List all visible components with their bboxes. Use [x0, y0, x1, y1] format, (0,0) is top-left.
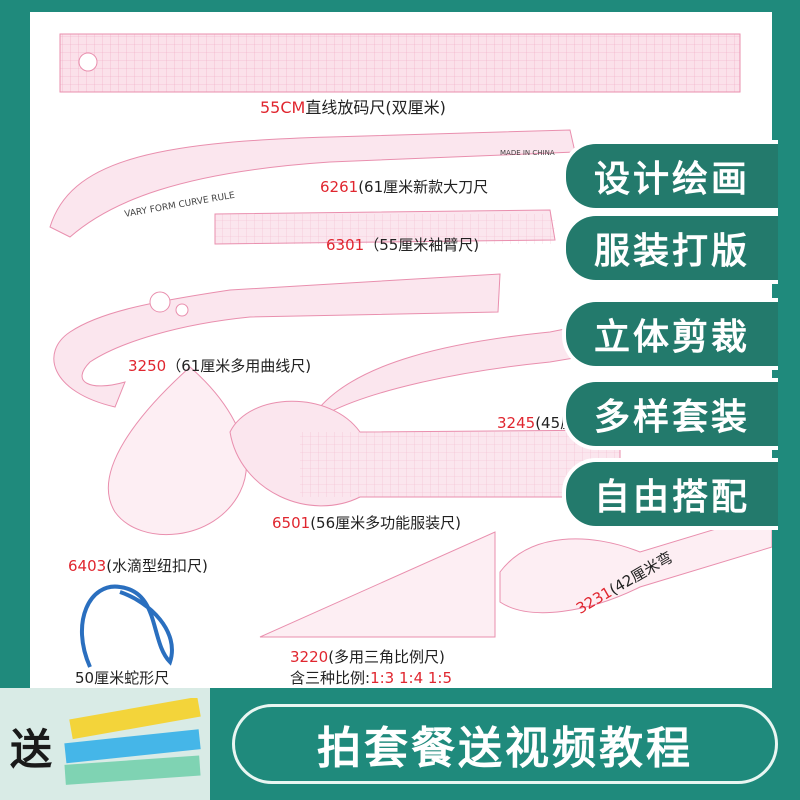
curve-ruler-3250	[53, 273, 501, 408]
label-6501-code: 6501	[272, 514, 311, 532]
badge-variety: 多样套装	[562, 378, 778, 450]
curve-ruler-6261	[49, 129, 576, 238]
label-3250-text: （61厘米多用曲线尺)	[166, 357, 312, 375]
label-3220-code: 3220	[290, 648, 329, 666]
bottom-bar: 送 拍套餐送视频教程	[0, 688, 800, 800]
teardrop-ruler-6403	[108, 366, 247, 536]
label-snake: 50厘米蛇形尺	[75, 669, 170, 687]
promo-banner: 拍套餐送视频教程	[232, 704, 778, 784]
label-6501-text: (56厘米多功能服装尺)	[310, 514, 461, 532]
label-6301-code: 6301	[326, 236, 365, 254]
label-6261-text: (61厘米新款大刀尺	[358, 178, 489, 196]
label-6403-text: (水滴型纽扣尺)	[106, 557, 208, 575]
badge-pattern: 服装打版	[562, 212, 778, 284]
label-ratios: 含三种比例:1:3 1:4 1:5	[290, 667, 452, 688]
label-55cm: 55CM直线放码尺(双厘米)	[260, 94, 446, 118]
ruler-hole	[78, 52, 98, 72]
label-6301-text: （55厘米袖臂尺)	[364, 236, 480, 254]
curve-ruler-3231	[499, 511, 772, 614]
snake-ruler	[80, 584, 174, 668]
label-6301: 6301（55厘米袖臂尺)	[326, 234, 479, 255]
badge-mix: 自由搭配	[562, 458, 778, 530]
label-6403: 6403(水滴型纽扣尺)	[68, 555, 208, 576]
label-3220-text: (多用三角比例尺)	[328, 648, 445, 666]
label-3245-code: 3245	[497, 414, 536, 432]
gift-label: 送	[10, 725, 53, 774]
label-ratios-values: 1:3 1:4 1:5	[370, 669, 453, 687]
triangle-ruler-3220	[259, 531, 496, 638]
made-in-text: MADE IN CHINA	[500, 149, 555, 157]
label-6261: 6261(61厘米新款大刀尺	[320, 176, 488, 197]
badge-draping: 立体剪裁	[562, 298, 778, 370]
label-ratios-prefix: 含三种比例:	[290, 669, 371, 687]
label-3250-code: 3250	[128, 357, 167, 375]
label-55cm-code: 55CM	[260, 98, 306, 117]
badge-design: 设计绘画	[562, 140, 778, 212]
label-6403-code: 6403	[68, 557, 107, 575]
label-6261-code: 6261	[320, 178, 359, 196]
tape-measure-image	[64, 698, 201, 785]
label-3250: 3250（61厘米多用曲线尺)	[128, 355, 311, 376]
label-3220: 3220(多用三角比例尺)	[290, 646, 445, 667]
label-55cm-text: 直线放码尺(双厘米)	[305, 98, 446, 117]
label-6501: 6501(56厘米多功能服装尺)	[272, 512, 461, 533]
